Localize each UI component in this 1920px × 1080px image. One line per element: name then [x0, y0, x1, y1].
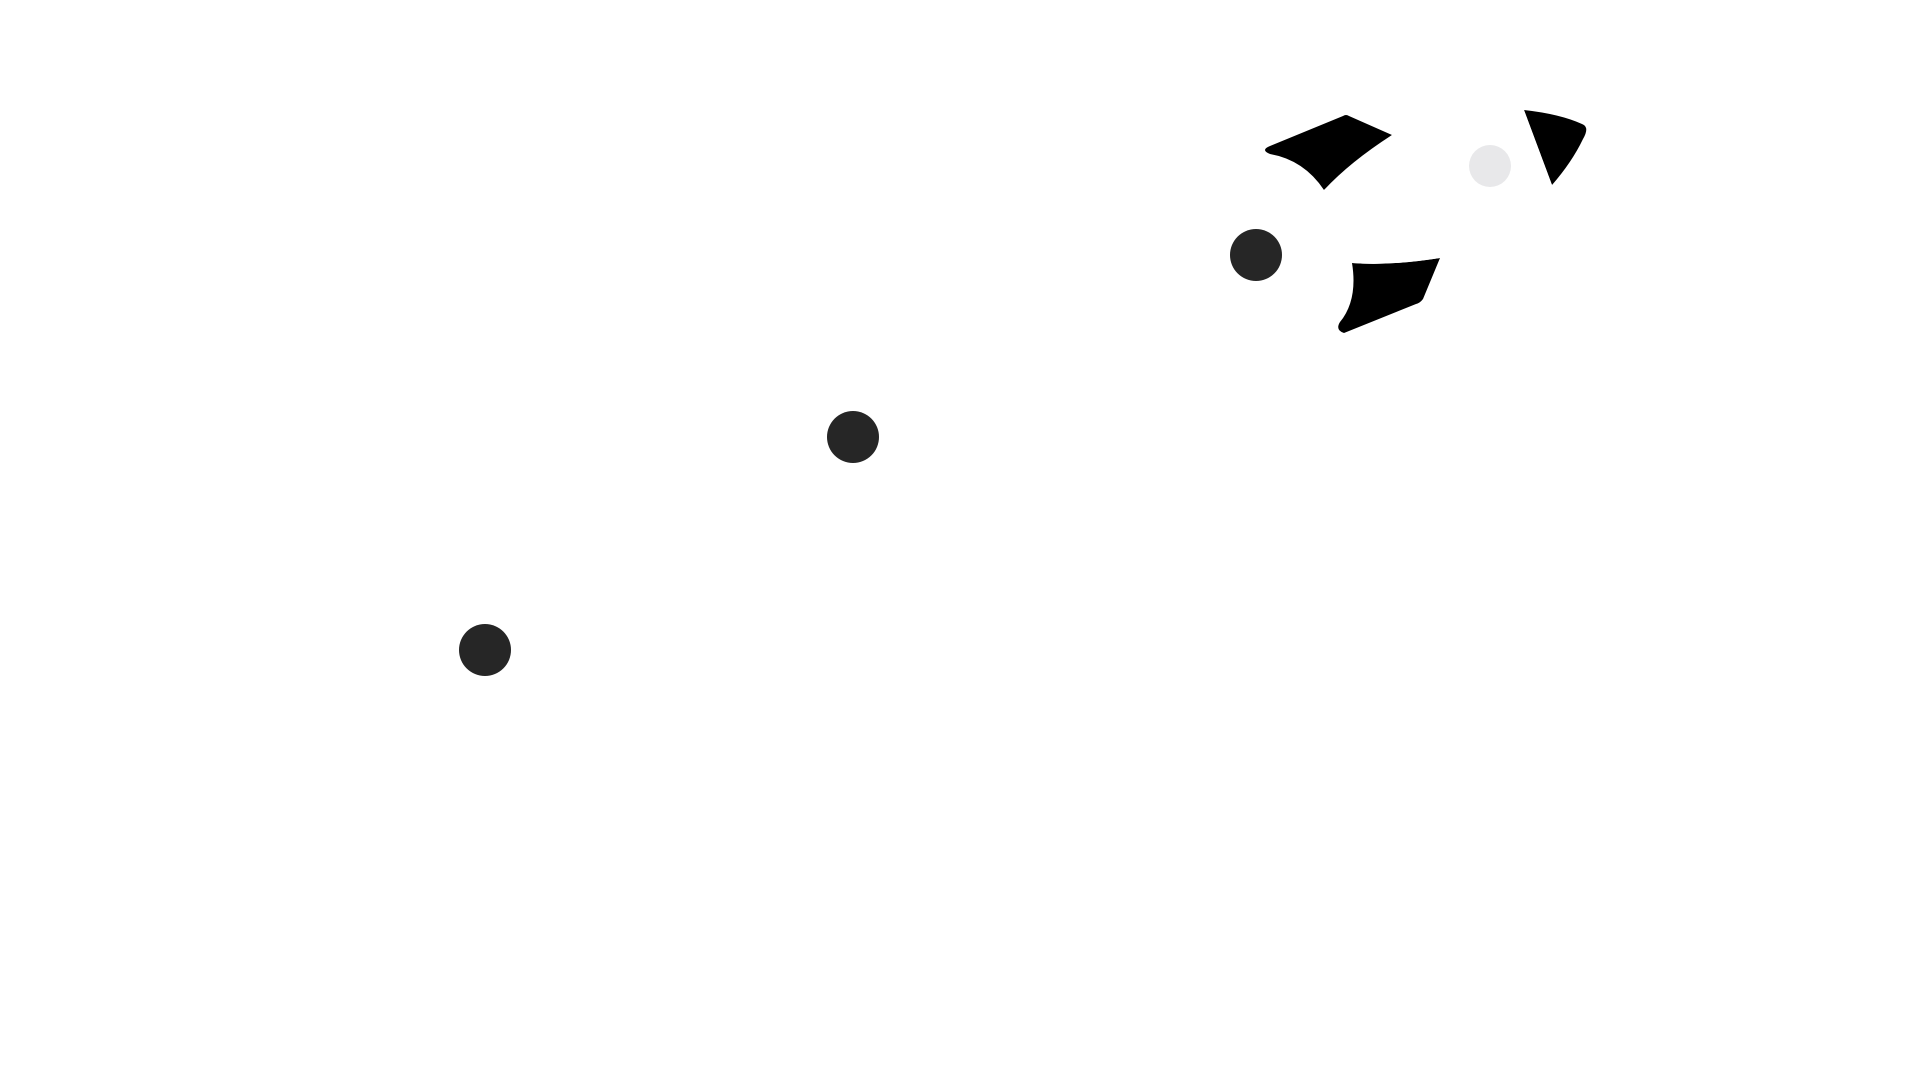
rocket-upper-fin — [1265, 115, 1392, 190]
rocket-nose-cone — [1524, 110, 1587, 185]
trail-dot-small — [1230, 229, 1282, 281]
trail-dot-medium — [827, 411, 879, 463]
rocket-window — [1469, 145, 1511, 187]
rocket-lower-fin — [1338, 258, 1440, 333]
trail-dot-large — [459, 624, 511, 676]
rocket-icon — [1265, 108, 1587, 333]
